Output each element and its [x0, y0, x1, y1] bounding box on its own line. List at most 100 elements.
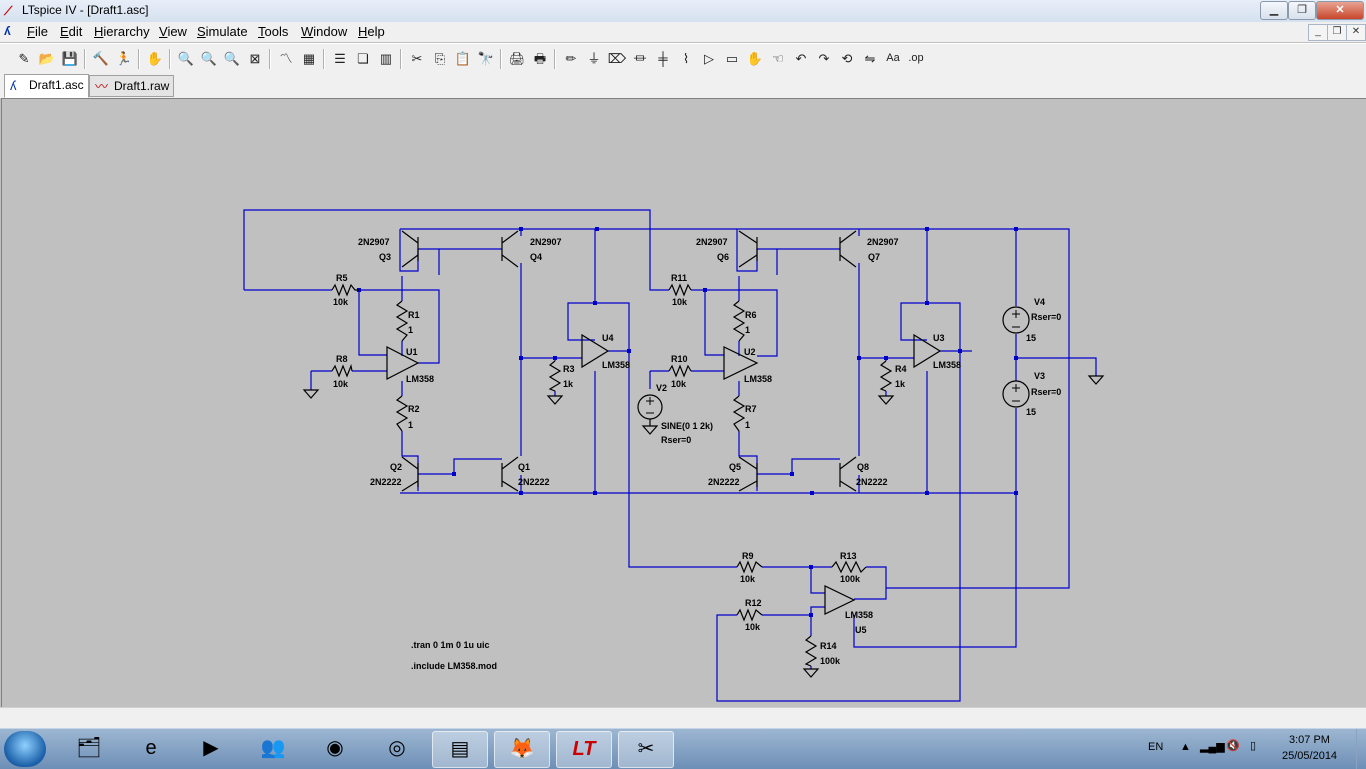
find-icon[interactable]: 🔭 [477, 51, 495, 66]
menu-hierarchy[interactable]: Hierarchy [94, 24, 150, 39]
copy-icon[interactable]: ⎘ [434, 51, 446, 66]
svg-text:2N2907: 2N2907 [696, 237, 728, 247]
ground-3 [641, 425, 659, 435]
menu-view[interactable]: View [159, 24, 187, 39]
directive-tran: .tran 0 1m 0 1u uic [411, 640, 490, 650]
clock-date[interactable]: 25/05/2014 [1282, 750, 1338, 762]
sticky-notes-icon[interactable]: ▤ [432, 731, 488, 768]
svg-text:V3: V3 [1034, 371, 1045, 381]
svg-text:R4: R4 [895, 364, 907, 374]
zoom-in-icon[interactable]: 🔍 [177, 51, 195, 66]
save-icon[interactable]: 💾 [61, 51, 79, 66]
menu-edit[interactable]: Edit [60, 24, 83, 39]
run-icon[interactable]: 🏃 [115, 51, 133, 66]
svg-text:R1: R1 [408, 310, 420, 320]
network-icon[interactable]: ▂▄▆ [1200, 741, 1225, 753]
internet-explorer-icon[interactable]: e [145, 737, 157, 759]
control-panel-icon[interactable]: 🔨 [92, 51, 110, 66]
minimize-button[interactable]: ▁ [1260, 1, 1288, 20]
spice-directives[interactable]: .tran 0 1m 0 1u uic .include LM358.mod [411, 640, 497, 671]
toolbar-separator [269, 49, 271, 69]
autorange-icon[interactable]: 〽 [279, 51, 293, 66]
opamp-u2 [723, 346, 759, 380]
media-player-icon[interactable]: ▶ [203, 737, 219, 759]
mdi-restore-button[interactable]: ❐ [1327, 24, 1347, 41]
print-icon[interactable]: 🖶 [533, 51, 547, 66]
inductor-icon[interactable]: ⌇ [682, 51, 690, 66]
volume-muted-icon[interactable]: 🔇 [1226, 740, 1240, 752]
resistor-icon[interactable]: ⏛ [633, 51, 647, 66]
print-setup-icon[interactable]: 🖨 [508, 51, 526, 66]
svg-text:Q4: Q4 [530, 252, 542, 262]
diode-icon[interactable]: ▷ [704, 51, 714, 66]
rotate-icon[interactable]: ⟲ [841, 51, 853, 66]
directive-include: .include LM358.mod [411, 661, 497, 671]
resistor-r9 [736, 560, 763, 574]
tile-vertical-icon[interactable]: ▥ [379, 51, 393, 66]
title-bar: ⟋ LTspice IV - [Draft1.asc] ▁ ❐ ✕ [0, 0, 1366, 23]
transistor-q2 [401, 456, 419, 492]
start-button[interactable] [4, 731, 46, 767]
zoom-out-icon[interactable]: 🔍 [223, 51, 241, 66]
svg-text:15: 15 [1026, 333, 1036, 343]
spice-directive-icon[interactable]: .op [908, 52, 924, 64]
ground-icon[interactable]: ⏚ [587, 51, 601, 66]
paste-icon[interactable]: 📋 [454, 51, 472, 66]
mirror-icon[interactable]: ⇋ [864, 51, 876, 66]
cascade-icon[interactable]: ❏ [357, 51, 369, 66]
menu-file[interactable]: File [27, 24, 48, 39]
drag-icon[interactable]: ☜ [772, 51, 784, 66]
move-icon[interactable]: ✋ [746, 51, 764, 66]
tab-draft1-raw[interactable]: 〰 Draft1.raw [89, 75, 175, 97]
mdi-close-button[interactable]: ✕ [1346, 24, 1366, 41]
zoom-fit-icon[interactable]: ⊠ [249, 51, 261, 66]
menu-window[interactable]: Window [301, 24, 348, 39]
svg-text:Q1: Q1 [518, 462, 530, 472]
pan-icon[interactable]: 🔍 [200, 51, 218, 66]
svg-text:Q6: Q6 [717, 252, 729, 262]
halt-icon[interactable]: ✋ [146, 51, 164, 66]
draw-wire-icon[interactable]: ✏ [565, 51, 577, 66]
language-indicator[interactable]: EN [1148, 741, 1164, 753]
menu-help[interactable]: Help [358, 24, 385, 39]
source-v3 [1002, 380, 1030, 408]
resistor-r12 [736, 608, 763, 622]
component-icon[interactable]: ▭ [725, 51, 739, 66]
mdi-minimize-button[interactable]: _ [1308, 24, 1328, 41]
show-desktop-button[interactable] [1356, 729, 1366, 769]
battery-icon[interactable]: ▯ [1250, 740, 1257, 752]
label-net-icon[interactable]: ⌦ [607, 51, 627, 66]
people-icon[interactable]: 👥 [260, 737, 286, 759]
wires[interactable] [243, 209, 1097, 702]
explorer-icon[interactable]: 🗂 [76, 737, 102, 759]
menu-simulate[interactable]: Simulate [197, 24, 248, 39]
cut-icon[interactable]: ✂ [411, 51, 423, 66]
ltspice-icon[interactable]: LT [556, 731, 612, 768]
undo-icon[interactable]: ↶ [795, 51, 807, 66]
show-hidden-icons-icon[interactable]: ▲ [1180, 741, 1191, 753]
new-schematic-icon[interactable]: ✎ [18, 51, 30, 66]
text-icon[interactable]: Aa [886, 52, 900, 64]
tile-horizontal-icon[interactable]: ☰ [334, 51, 346, 66]
capacitor-icon[interactable]: ╪ [658, 51, 668, 66]
chrome-icon[interactable]: ◎ [388, 737, 406, 759]
snipping-tool-icon[interactable]: ✂ [618, 731, 674, 768]
svg-text:2N2222: 2N2222 [370, 477, 402, 487]
clock-time[interactable]: 3:07 PM [1289, 734, 1330, 746]
firefox-icon[interactable]: 🦊 [494, 731, 550, 768]
menu-tools[interactable]: Tools [258, 24, 289, 39]
schematic-drawing[interactable]: 2N2907 Q3 2N2907 Q4 2N2907 Q6 2N2907 Q7 … [2, 99, 1366, 707]
redo-icon[interactable]: ↷ [818, 51, 830, 66]
schematic-canvas[interactable]: 2N2907 Q3 2N2907 Q4 2N2907 Q6 2N2907 Q7 … [1, 98, 1366, 707]
grid-icon[interactable]: ▦ [302, 51, 316, 66]
schematic-window-icon[interactable]: ʎ [4, 24, 11, 38]
svg-text:LM358: LM358 [406, 374, 434, 384]
tab-draft1-asc[interactable]: ʎ Draft1.asc [4, 74, 89, 98]
close-button[interactable]: ✕ [1316, 1, 1364, 20]
open-icon[interactable]: 📂 [38, 51, 56, 66]
maximize-button[interactable]: ❐ [1288, 1, 1316, 20]
components[interactable] [302, 230, 1105, 678]
toolbar-separator [169, 49, 171, 69]
picasa-icon[interactable]: ◉ [326, 737, 344, 759]
svg-text:LM358: LM358 [845, 610, 873, 620]
